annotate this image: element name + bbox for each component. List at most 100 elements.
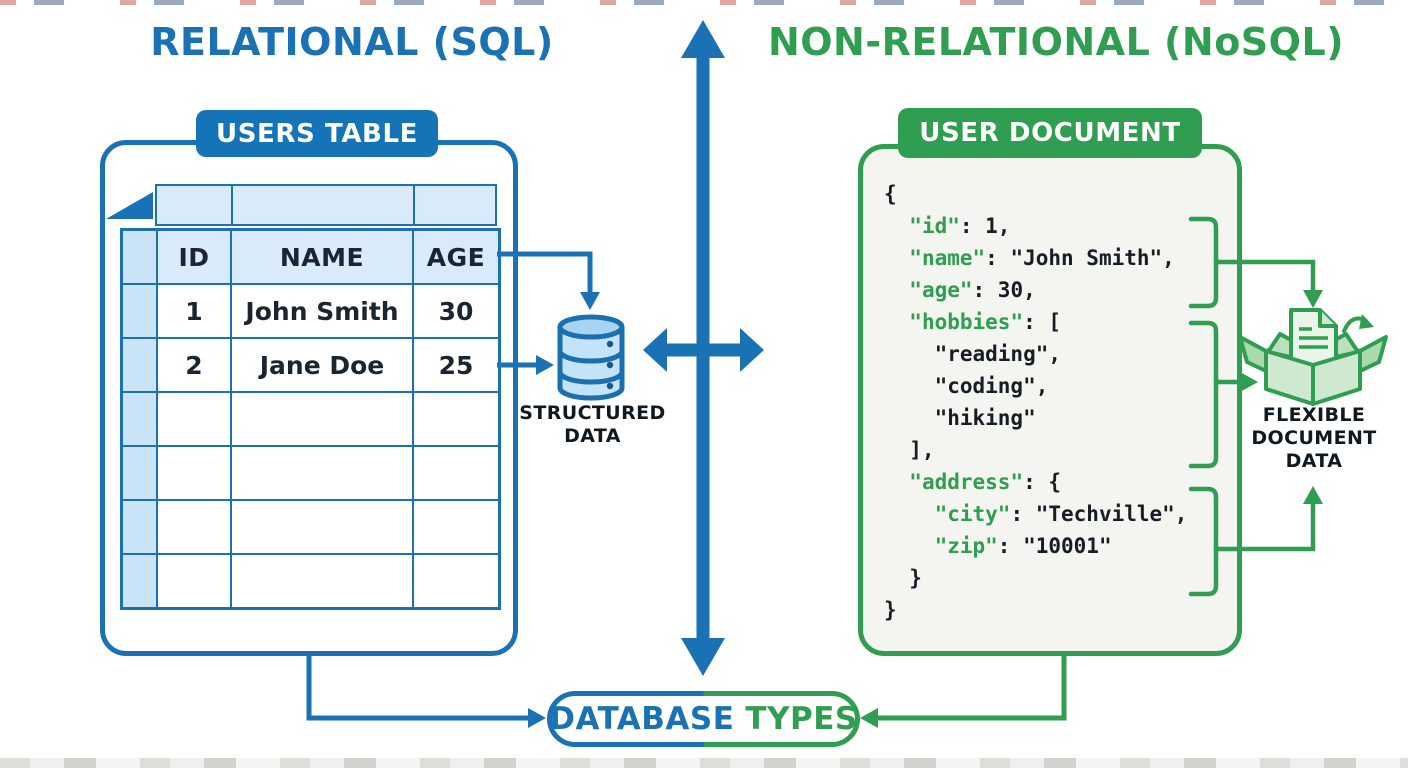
code-text [884, 534, 935, 558]
code-line: "city": "Techville", [884, 498, 1188, 530]
code-text: : [ [1023, 310, 1062, 334]
table-cell [157, 554, 231, 608]
types-word: TYPES [745, 701, 858, 737]
table-cell [157, 392, 231, 446]
table-cell [413, 392, 499, 446]
code-line: "hiking" [884, 402, 1187, 434]
code-text: "reading", [884, 342, 1062, 366]
json-key: "hobbies" [909, 310, 1024, 334]
json-key: "city" [934, 502, 1011, 526]
json-key: "age" [909, 278, 973, 302]
table-to-types-arrow [306, 656, 530, 721]
table-cell [231, 554, 413, 608]
code-text [884, 470, 909, 494]
code-line: "reading", [884, 338, 1187, 370]
code-text: : "10001" [997, 534, 1112, 558]
code-text [884, 310, 909, 334]
code-text: { [884, 182, 897, 206]
row-header-cell [122, 446, 157, 500]
row-header-cell [122, 554, 157, 608]
database-types-label: DATABASE TYPES [549, 696, 858, 742]
table-cell: John Smith [231, 284, 413, 338]
structured-data-label: STRUCTURED DATA [519, 402, 666, 447]
row-header-cell [122, 284, 157, 338]
code-text [884, 502, 935, 526]
bidirectional-arrow-icon [643, 328, 764, 372]
json-key: "zip" [934, 534, 998, 558]
open-box-document-icon [1238, 308, 1388, 406]
table-cell [157, 446, 231, 500]
spreadsheet-top-strip [155, 184, 497, 226]
code-text [884, 246, 909, 270]
top-edge-artifact [0, 0, 1408, 5]
database-cylinder-icon [557, 314, 625, 401]
age-to-database-arrowhead [580, 292, 600, 310]
table-cell: 1 [157, 284, 231, 338]
code-line: { [884, 178, 1187, 210]
code-text: : "Techville", [1010, 502, 1188, 526]
column-header-age: AGE [413, 230, 499, 284]
user-document-badge: USER DOCUMENT [898, 108, 1202, 158]
row-header-cell [122, 230, 157, 284]
code-line: "name": "John Smith", [884, 242, 1187, 274]
relational-title: RELATIONAL (SQL) [150, 20, 554, 64]
curved-arrow-icon [1342, 314, 1374, 333]
json-key: "id" [909, 214, 960, 238]
code-line: "hobbies": [ [884, 306, 1187, 338]
strip-cell [413, 186, 499, 224]
table-cell [157, 500, 231, 554]
row-to-database-arrowhead [536, 355, 554, 375]
address-to-icon-arrowhead [1303, 486, 1323, 504]
table-cell [413, 500, 499, 554]
row-header-cell [122, 500, 157, 554]
database-word: DATABASE [549, 701, 735, 737]
table-cell: Jane Doe [231, 338, 413, 392]
table-cell [231, 500, 413, 554]
code-line: ], [884, 434, 1187, 466]
users-table-badge: USERS TABLE [196, 110, 438, 157]
code-line: } [884, 562, 1187, 594]
document-to-types-arrowhead [860, 708, 878, 728]
code-line: "coding", [884, 370, 1187, 402]
code-text: } [884, 598, 897, 622]
table-cell [413, 554, 499, 608]
code-text: "coding", [884, 374, 1049, 398]
nonrelational-title: NON-RELATIONAL (NoSQL) [767, 20, 1345, 64]
json-document-code: { "id": 1, "name": "John Smith", "age": … [884, 178, 1187, 626]
hobbies-to-icon-arrowhead [1240, 372, 1258, 392]
user-document-container [858, 144, 1242, 656]
code-text [884, 214, 909, 238]
table-cell [231, 446, 413, 500]
code-text: : { [1023, 470, 1062, 494]
code-line: "id": 1, [884, 210, 1187, 242]
json-key: "address" [909, 470, 1024, 494]
document-to-types-arrow [876, 656, 1067, 721]
column-header-name: NAME [231, 230, 413, 284]
table-cell: 25 [413, 338, 499, 392]
code-text: : 30, [972, 278, 1036, 302]
code-text [884, 278, 909, 302]
flexible-document-data-label: FLEXIBLE DOCUMENT DATA [1251, 404, 1377, 472]
code-text: } [884, 566, 922, 590]
column-header-id: ID [157, 230, 231, 284]
table-to-types-arrowhead [528, 708, 546, 728]
code-text: "hiking" [884, 406, 1036, 430]
table-cell [231, 392, 413, 446]
code-text: ], [884, 438, 935, 462]
code-text: : 1, [959, 214, 1011, 238]
code-text: : "John Smith", [985, 246, 1175, 270]
row-header-cell [122, 338, 157, 392]
code-line: } [884, 594, 1187, 626]
bottom-edge-artifact [0, 758, 1408, 768]
table-cell [413, 446, 499, 500]
center-divider-arrow [681, 20, 725, 676]
code-line: "age": 30, [884, 274, 1187, 306]
strip-cell [157, 186, 231, 224]
strip-cell [231, 186, 413, 224]
fields-to-icon-arrowhead [1303, 290, 1323, 308]
json-key: "name" [909, 246, 986, 270]
table-cell: 2 [157, 338, 231, 392]
database-types-badge: DATABASE TYPES [547, 691, 860, 747]
code-line: "address": { [884, 466, 1187, 498]
